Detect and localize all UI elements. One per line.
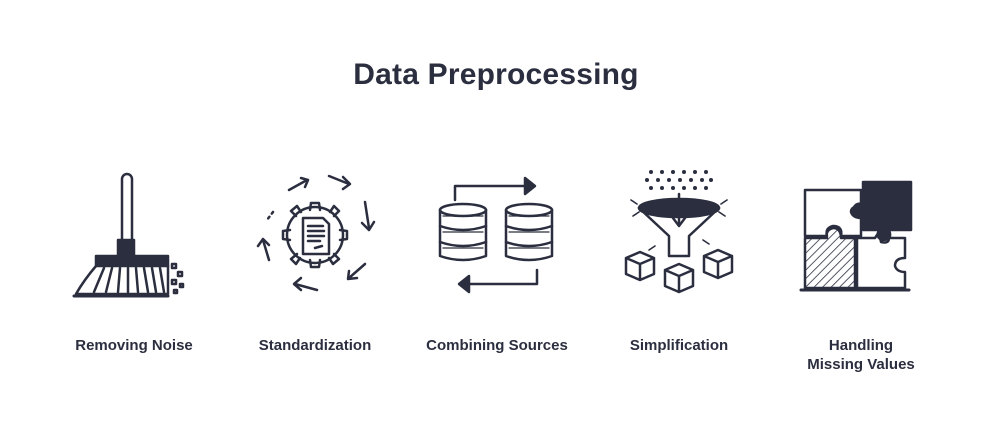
- label-combining-sources: Combining Sources: [426, 337, 568, 354]
- databases-exchange-icon: [438, 176, 554, 294]
- page-title: Data Preprocessing: [353, 58, 639, 91]
- puzzle-icon: [799, 180, 913, 292]
- gear-document-cycle-icon: [256, 174, 376, 292]
- label-removing-noise: Removing Noise: [75, 337, 193, 354]
- label-simplification: Simplification: [629, 337, 729, 354]
- label-line-1: Handling: [828, 337, 894, 354]
- label-line-2: Missing Values: [807, 356, 915, 373]
- label-standardization: Standardization: [258, 337, 372, 354]
- label-handling-missing-values: Handling Missing Values: [771, 336, 951, 374]
- step-simplification: [589, 160, 769, 310]
- step-handling-missing-values: [771, 160, 951, 310]
- step-standardization: [225, 160, 405, 310]
- step-combining-sources: [407, 160, 587, 310]
- step-removing-noise: [44, 160, 224, 310]
- funnel-cubes-icon: [624, 170, 734, 294]
- broom-icon: [72, 172, 185, 298]
